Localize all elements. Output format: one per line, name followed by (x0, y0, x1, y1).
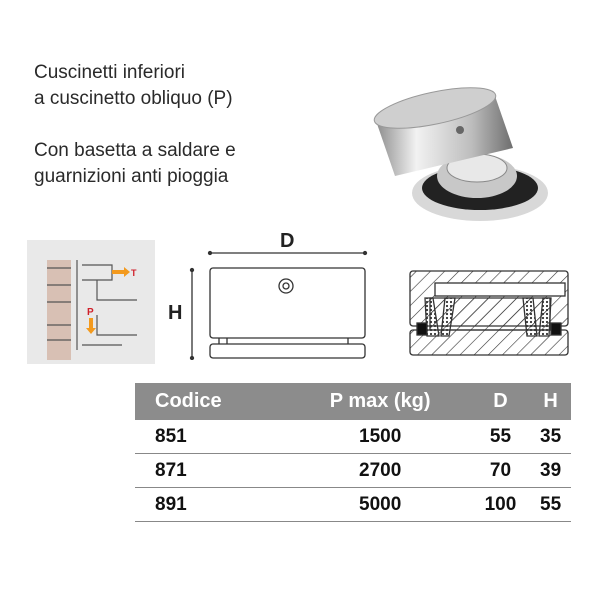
dimension-h-label: H (168, 302, 183, 324)
header-d: D (470, 383, 531, 420)
subtitle-line: Con basetta a saldare e (34, 140, 236, 161)
cell-pmax: 2700 (289, 453, 471, 488)
product-photo (373, 87, 548, 221)
title-line: a cuscinetto obliquo (P) (34, 88, 233, 109)
cell-codice: 851 (135, 420, 290, 454)
force-t-label: T (131, 268, 137, 278)
cell-d: 100 (470, 487, 531, 522)
installation-diagram: T P (27, 240, 155, 364)
table-row: 851 1500 55 35 (135, 420, 571, 454)
cell-pmax: 1500 (289, 420, 471, 454)
table-header-row: Codice P max (kg) D H (135, 383, 571, 420)
header-pmax: P max (kg) (289, 383, 471, 420)
cell-h: 55 (530, 487, 571, 522)
cell-codice: 871 (135, 453, 290, 488)
cell-h: 39 (530, 453, 571, 488)
cell-pmax: 5000 (289, 487, 471, 522)
table-row: 871 2700 70 39 (135, 453, 571, 488)
side-view-drawing (189, 250, 368, 360)
section-view-drawing (409, 270, 569, 356)
cell-codice: 891 (135, 487, 290, 522)
dimension-d-label: D (280, 230, 295, 252)
product-subtitle: Con basetta a saldare e guarnizioni anti… (34, 138, 236, 190)
title-line: Cuscinetti inferiori (34, 62, 185, 83)
cell-d: 70 (470, 453, 531, 488)
header-h: H (530, 383, 571, 420)
force-p-label: P (87, 307, 94, 318)
cell-d: 55 (470, 420, 531, 454)
subtitle-line: guarnizioni anti pioggia (34, 166, 229, 187)
product-title: Cuscinetti inferiori a cuscinetto obliqu… (34, 60, 233, 112)
specs-table: Codice P max (kg) D H 851 1500 55 35 871… (135, 383, 571, 522)
table-row: 891 5000 100 55 (135, 487, 571, 522)
header-codice: Codice (135, 383, 290, 420)
cell-h: 35 (530, 420, 571, 454)
